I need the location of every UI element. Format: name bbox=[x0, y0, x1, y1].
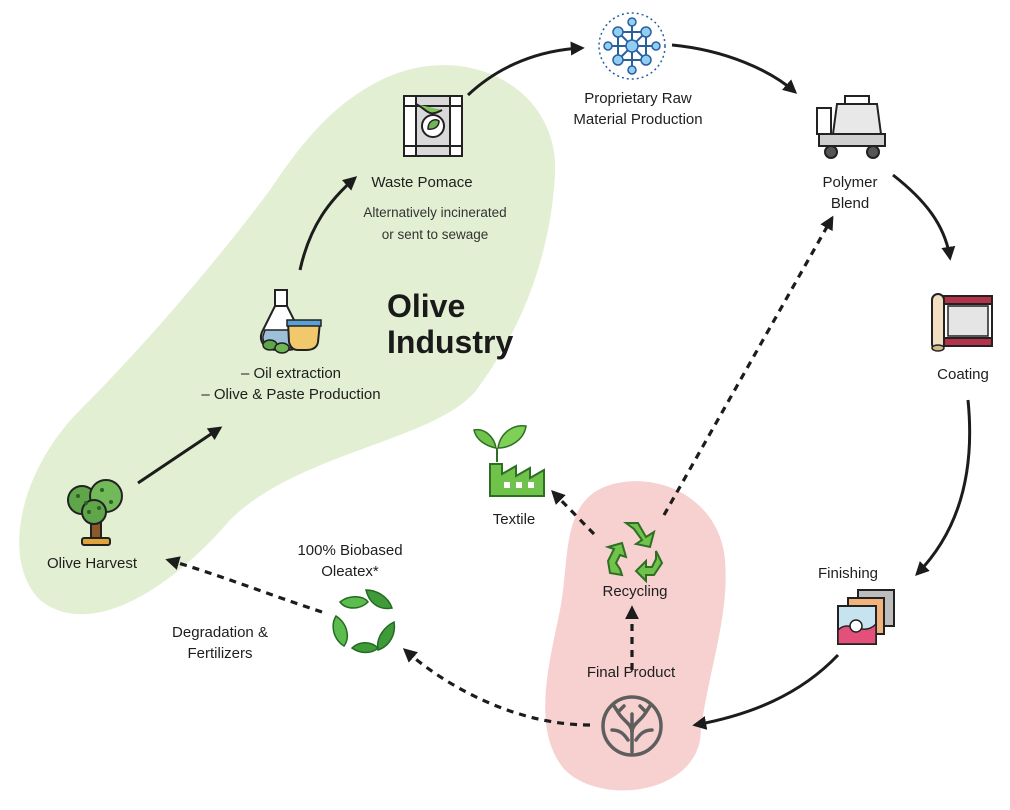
waste-note-line2: or sent to sewage bbox=[381, 227, 489, 242]
raw-material-label-line2: Material Production bbox=[573, 111, 703, 128]
region-title-line2: Industry bbox=[387, 324, 514, 360]
polymer-blend-label-line2: Blend bbox=[830, 195, 870, 212]
arrow-raw-to-polymer bbox=[671, 43, 798, 94]
degradation-label: Degradation & Fertilizers bbox=[160, 622, 280, 664]
arrow-polymer-to-coating bbox=[892, 173, 956, 261]
olive-tree-icon bbox=[67, 479, 123, 546]
oil-extraction-icon bbox=[260, 289, 322, 354]
arrow-recycling-to-polymer bbox=[662, 215, 834, 516]
biobased-leaves-icon bbox=[332, 589, 396, 654]
solid-arrows bbox=[137, 41, 972, 730]
textile-label: Textile bbox=[492, 511, 536, 528]
final-product-label: Final Product bbox=[586, 664, 676, 681]
arrow-coating-to-finishing bbox=[915, 399, 972, 577]
recycling-label: Recycling bbox=[602, 583, 668, 600]
oil-extraction-label-line2: – Olive & Paste Production bbox=[201, 386, 381, 403]
raw-material-label-line1: Proprietary Raw bbox=[584, 90, 692, 107]
finishing-swatches-icon bbox=[837, 589, 895, 645]
arrow-finishing-to-final bbox=[692, 653, 840, 730]
finishing-label: Finishing bbox=[817, 565, 879, 582]
oil-extraction-label-line1: – Oil extraction bbox=[240, 365, 342, 382]
degradation-label-line1: Degradation & bbox=[172, 624, 268, 641]
waste-pomace-icon bbox=[403, 95, 463, 157]
arrow-final-to-biobased bbox=[402, 648, 591, 727]
final-product-icon bbox=[601, 695, 663, 757]
recycling-icon bbox=[604, 522, 664, 584]
degradation-label-line2: Fertilizers bbox=[187, 645, 253, 662]
arrow-extraction-to-pomace bbox=[298, 176, 358, 271]
arrow-biobased-to-harvest bbox=[165, 556, 323, 614]
arrow-harvest-to-extraction bbox=[137, 426, 223, 485]
molecule-icon bbox=[598, 12, 666, 80]
region-title: Olive Industry bbox=[387, 288, 513, 360]
arrow-recycling-to-textile bbox=[551, 489, 596, 536]
region-title-line1: Olive bbox=[387, 288, 466, 324]
textile-factory-icon bbox=[473, 425, 545, 497]
biobased-label-line2: Oleatex* bbox=[321, 563, 379, 580]
biobased-label-line1: 100% Biobased bbox=[297, 542, 403, 559]
waste-pomace-label: Waste Pomace bbox=[371, 174, 473, 191]
olive-harvest-label: Olive Harvest bbox=[46, 555, 138, 572]
polymer-blend-label-line1: Polymer bbox=[822, 174, 878, 191]
arrow-pomace-to-raw bbox=[466, 41, 585, 97]
polymer-mixer-icon bbox=[816, 95, 886, 159]
raw-material-label: Proprietary Raw Material Production bbox=[548, 88, 728, 130]
waste-note-label: Alternatively incinerated or sent to sew… bbox=[340, 202, 530, 246]
recycling-region bbox=[545, 481, 726, 791]
waste-note-line1: Alternatively incinerated bbox=[363, 205, 507, 220]
biobased-label: 100% Biobased Oleatex* bbox=[290, 540, 410, 582]
polymer-blend-label: Polymer Blend bbox=[800, 172, 900, 214]
dashed-arrows bbox=[165, 215, 834, 727]
oil-extraction-label: – Oil extraction – Olive & Paste Product… bbox=[178, 363, 404, 405]
coating-label: Coating bbox=[937, 366, 989, 383]
coating-roller-icon bbox=[931, 293, 993, 352]
